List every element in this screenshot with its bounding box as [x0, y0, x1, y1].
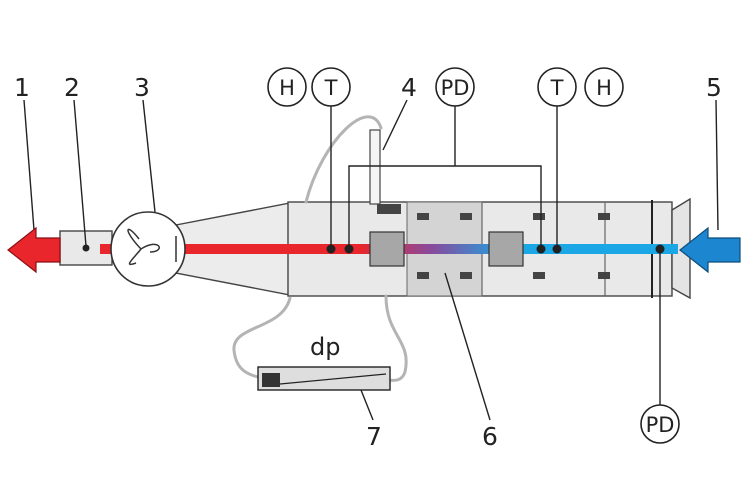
callout-leader-3 [142, 99, 156, 213]
temperature-sensor-right: T [550, 76, 564, 100]
callout-2: 2 [64, 73, 80, 102]
pressure-sensor-top-bubble [435, 67, 475, 107]
pressure-tube-left [232, 296, 292, 380]
temperature-sensor-left: T [324, 76, 338, 100]
valves [417, 213, 610, 279]
callout-7: 7 [366, 422, 382, 451]
temperature-sensor-left-bubble [311, 67, 351, 107]
callout-5: 5 [706, 73, 722, 102]
valve [460, 272, 472, 279]
sensor-tube-top [304, 115, 383, 204]
pressure-gauge [257, 366, 391, 391]
sample-right [488, 231, 524, 267]
callout-leader-6 [444, 272, 491, 421]
callout-leader-1 [23, 99, 35, 231]
callout-4: 4 [401, 73, 417, 102]
exhaust-arrow [7, 226, 61, 274]
humidity-sensor-right: H [596, 76, 612, 100]
callout-6: 6 [482, 422, 498, 451]
valve [417, 272, 429, 279]
valve [598, 213, 610, 220]
pressure-sensor-bottom: PD [646, 413, 675, 437]
callout-leader-7 [360, 389, 374, 421]
valve [460, 213, 472, 220]
humidifier-probe [369, 129, 381, 205]
callout-leader-2 [73, 99, 87, 247]
temperature-sensor-right-bubble [537, 67, 577, 107]
callout-leader-5 [715, 99, 719, 231]
outlet-damper-pivot [82, 244, 90, 252]
differential-pressure-label: dp [310, 333, 340, 361]
fan-housing [110, 211, 186, 287]
callout-1: 1 [14, 73, 30, 102]
sample-left [369, 231, 405, 267]
pd-bracket [348, 165, 542, 249]
humidity-sensor-left: H [279, 76, 295, 100]
valve [533, 213, 545, 220]
fan-icon [127, 228, 177, 265]
humidity-sensor-right-bubble [584, 67, 624, 107]
valve [598, 272, 610, 279]
pressure-tube-right [384, 294, 408, 382]
pressure-sensor-top: PD [441, 76, 470, 100]
callout-leader-4 [382, 99, 408, 151]
humidifier-tip [377, 204, 401, 214]
intake-arrow [679, 226, 741, 274]
pressure-sensor-bottom-bubble [640, 404, 680, 444]
callout-3: 3 [134, 73, 150, 102]
humidity-sensor-left-bubble [267, 67, 307, 107]
valve [417, 213, 429, 220]
valve [533, 272, 545, 279]
